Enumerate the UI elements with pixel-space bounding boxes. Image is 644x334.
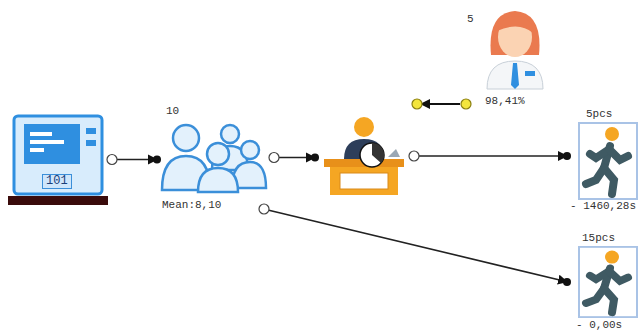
block-statistic: - 0,00s bbox=[576, 319, 622, 332]
sink-block-symbol bbox=[578, 122, 638, 200]
out-port bbox=[269, 153, 279, 163]
sink-block-symbol bbox=[578, 246, 638, 318]
block-label: 10 bbox=[166, 105, 179, 118]
text-holder: 98,41% bbox=[485, 95, 525, 108]
in-port bbox=[311, 154, 319, 162]
source-atm: 101 bbox=[8, 112, 108, 207]
flow-connector bbox=[279, 157, 316, 159]
resource-pool-icon bbox=[483, 5, 548, 90]
text-holder: 101 bbox=[42, 174, 72, 189]
queue-block-icon bbox=[160, 120, 268, 195]
block-statistic: - 1460,28s bbox=[570, 200, 636, 213]
text-holder: 15pcs bbox=[582, 232, 615, 245]
block-statistic: 98,41% bbox=[485, 95, 525, 108]
in-port bbox=[563, 152, 571, 160]
flow-connector bbox=[269, 210, 568, 282]
in-port bbox=[153, 156, 161, 164]
service-desk bbox=[318, 115, 410, 197]
flow-connector bbox=[419, 155, 568, 157]
sink-block-icon bbox=[578, 246, 638, 318]
text-holder: 5pcs bbox=[586, 108, 612, 121]
text-holder: - 0,00s bbox=[576, 319, 622, 332]
block-label: 101 bbox=[42, 174, 72, 189]
out-port bbox=[259, 204, 269, 214]
text-holder: Mean:8,10 bbox=[162, 199, 221, 212]
text-holder: - 1460,28s bbox=[570, 200, 636, 213]
block-label: 15pcs bbox=[582, 232, 615, 245]
sink-block: 5pcs - 1460,28s bbox=[570, 108, 640, 213]
service-desk-symbol bbox=[318, 115, 410, 197]
queue-block: 10Mean:8,10 bbox=[160, 105, 270, 215]
source-atm-icon bbox=[8, 112, 108, 207]
resource-pool: 5 98,41% bbox=[465, 5, 550, 110]
resource-pool-symbol bbox=[483, 5, 548, 90]
block-statistic: Mean:8,10 bbox=[162, 199, 221, 212]
sink-block: 15pcs - 0,00s bbox=[570, 232, 640, 332]
text-holder: 5 bbox=[467, 13, 474, 26]
block-label: 5pcs bbox=[586, 108, 612, 121]
in-port bbox=[563, 278, 571, 286]
source-atm-symbol bbox=[8, 112, 108, 207]
service-desk-icon bbox=[318, 115, 410, 197]
out-port bbox=[107, 155, 117, 165]
out-port bbox=[409, 151, 419, 161]
flow-connector bbox=[117, 159, 158, 161]
sink-block-icon bbox=[578, 122, 638, 200]
text-holder: 10 bbox=[166, 105, 179, 118]
queue-block-symbol bbox=[160, 120, 268, 195]
block-label: 5 bbox=[467, 13, 474, 26]
